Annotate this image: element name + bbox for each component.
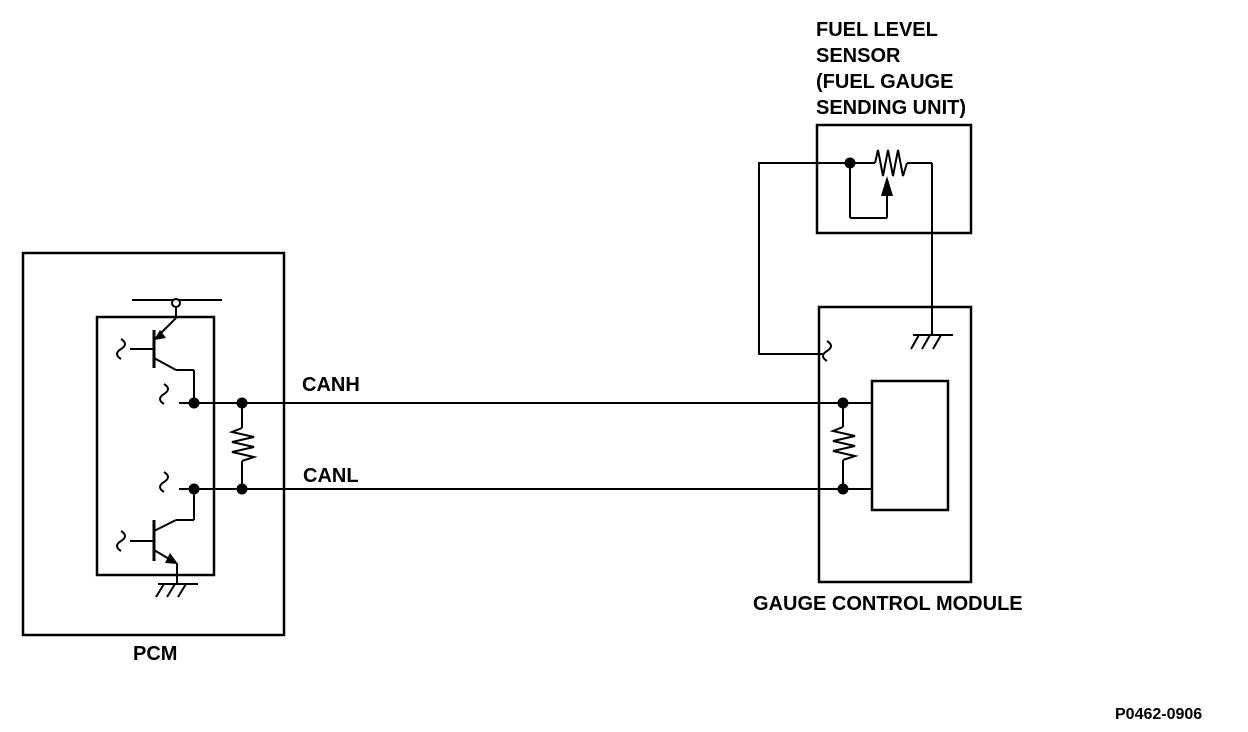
sensor-title-line-4: SENDING UNIT) bbox=[816, 97, 966, 119]
wiper-arrow-icon bbox=[881, 176, 893, 196]
sensor-title-line-3: (FUEL GAUGE bbox=[816, 71, 954, 93]
pcm-canl-tap bbox=[159, 471, 169, 493]
fuel-level-sensor bbox=[815, 123, 973, 235]
gcm-sensor-input-tap bbox=[822, 340, 832, 362]
gauge-control-module bbox=[817, 305, 973, 584]
pcm-upper-transistor bbox=[116, 317, 195, 403]
sensor-title-line-1: FUEL LEVEL bbox=[816, 19, 938, 41]
pcm-canh-tap bbox=[159, 383, 169, 405]
gcm-box bbox=[817, 305, 973, 584]
pcm-ground-icon bbox=[155, 583, 198, 598]
pcm-supply-terminal bbox=[132, 298, 222, 318]
pcm-module bbox=[21, 251, 286, 637]
canl-label: CANL bbox=[303, 465, 359, 487]
junction-dot bbox=[188, 483, 200, 495]
pcm-label: PCM bbox=[133, 643, 178, 665]
figure-id: P0462-0906 bbox=[1115, 706, 1203, 723]
pcm-inner-box bbox=[95, 315, 216, 577]
canh-label: CANH bbox=[302, 374, 360, 396]
gcm-processor-block bbox=[870, 379, 950, 512]
pcm-termination-resistor bbox=[228, 403, 258, 489]
gcm-termination-resistor bbox=[829, 403, 859, 489]
pcm-lower-transistor bbox=[116, 489, 195, 583]
gauge-control-module-label: GAUGE CONTROL MODULE bbox=[753, 593, 1023, 615]
gcm-ground-icon bbox=[910, 334, 953, 350]
sensor-signal-wire bbox=[758, 162, 850, 355]
pcm-outer-box bbox=[21, 251, 286, 637]
junction-dot bbox=[188, 397, 200, 409]
sensor-title-line-2: SENSOR bbox=[816, 45, 901, 67]
sensor-box bbox=[815, 123, 973, 235]
